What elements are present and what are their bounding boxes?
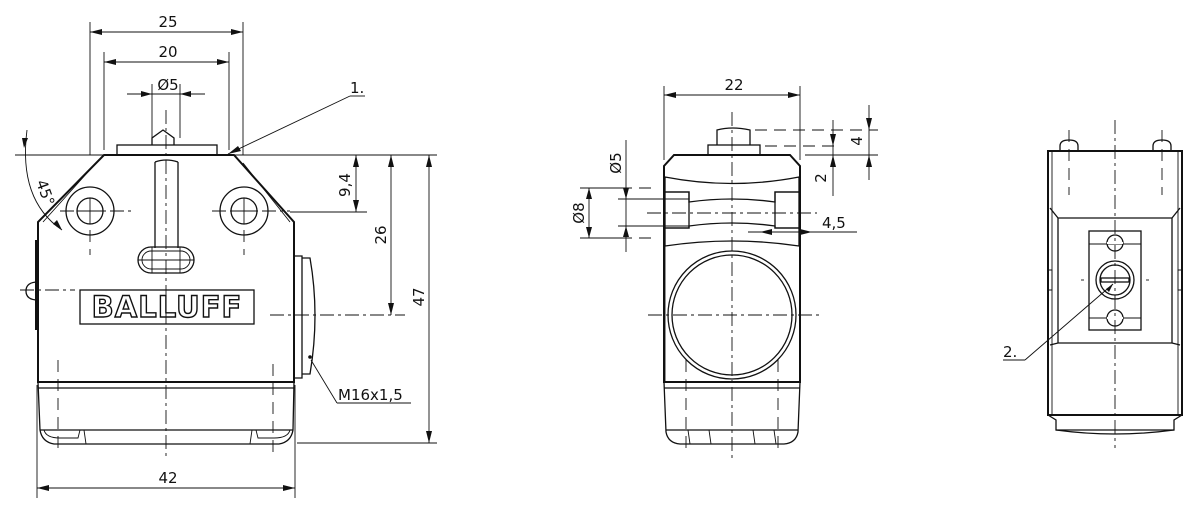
svg-text:26: 26 (372, 225, 390, 244)
svg-text:9,4: 9,4 (336, 173, 354, 197)
svg-text:Ø5: Ø5 (607, 152, 625, 173)
callout-2: 2. (1003, 283, 1114, 361)
plunger-tip (151, 129, 175, 145)
front-view: BALLUFF 25 (15, 13, 437, 498)
callout-thread: M16x1,5 (310, 359, 411, 404)
dim-overall-height: 47 (297, 155, 437, 444)
dim-hole-offset: 9,4 (290, 155, 367, 213)
dim-width-20: 20 (103, 43, 230, 150)
svg-text:1.: 1. (350, 79, 364, 97)
svg-text:4: 4 (848, 136, 866, 146)
svg-text:4,5: 4,5 (822, 214, 846, 232)
dim-plunger-travel: 2 (812, 120, 836, 196)
back-view: 2. (1003, 120, 1183, 448)
svg-text:Ø5: Ø5 (157, 76, 178, 94)
dim-hole-small: Ø5 (607, 140, 629, 252)
plunger-base (116, 144, 218, 156)
dim-plunger-height: 4 (848, 105, 872, 180)
dim-hole-large: Ø8 (570, 188, 592, 238)
svg-text:BALLUFF: BALLUFF (92, 290, 243, 324)
svg-text:25: 25 (158, 13, 177, 31)
side-plunger (716, 127, 751, 145)
side-view: 22 4 2 Ø5 Ø8 (570, 76, 878, 460)
svg-text:47: 47 (410, 287, 428, 306)
dim-overall-width: 42 (36, 385, 296, 498)
svg-text:Ø8: Ø8 (570, 202, 588, 223)
dim-thread-height: 26 (372, 155, 394, 315)
svg-text:42: 42 (158, 469, 177, 487)
dim-counterbore-depth: 4,5 (748, 214, 857, 235)
dim-plunger-diameter: Ø5 (127, 76, 205, 138)
svg-text:M16x1,5: M16x1,5 (338, 386, 403, 404)
svg-text:2: 2 (812, 173, 830, 183)
brand-logo: BALLUFF (79, 289, 255, 325)
svg-text:45°: 45° (32, 177, 58, 208)
dim-chamfer-angle: 45° (15, 129, 104, 231)
dim-side-width: 22 (663, 76, 801, 160)
svg-text:2.: 2. (1003, 343, 1017, 361)
dim-width-25: 25 (89, 13, 244, 155)
callout-1: 1. (227, 79, 365, 155)
svg-text:22: 22 (724, 76, 743, 94)
svg-text:20: 20 (158, 43, 177, 61)
